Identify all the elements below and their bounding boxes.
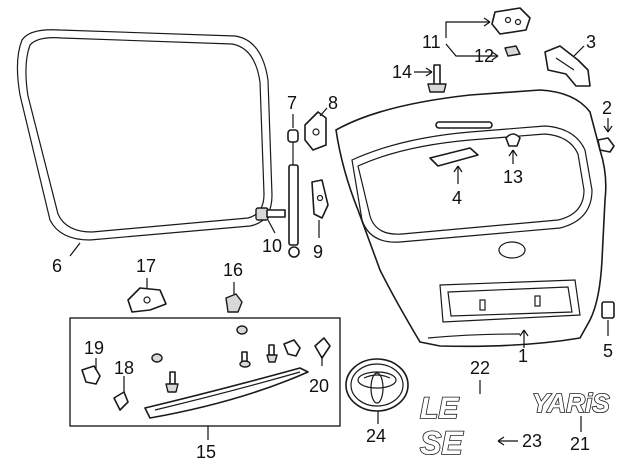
callout-18: 18: [114, 358, 134, 378]
callout-20: 20: [309, 376, 329, 396]
callout-9: 9: [313, 242, 323, 262]
garnish-end-clip-20: [314, 337, 331, 366]
callout-5: 5: [603, 341, 613, 361]
callout-11: 11: [422, 32, 441, 52]
callout-labels: 1 2 3 4 5 6 7 8 9 10 11 12 13 14 15 16 1…: [52, 32, 613, 462]
lift-support-strut: [287, 114, 300, 258]
yaris-emblem: YARiS: [531, 387, 611, 432]
callout-22: 22: [470, 358, 490, 378]
callout-15: 15: [196, 442, 216, 462]
cushion: [601, 301, 615, 336]
lower-hinge-bracket: [311, 179, 329, 238]
callout-7: 7: [287, 93, 297, 113]
callout-13: 13: [503, 167, 523, 187]
callout-16: 16: [223, 260, 243, 280]
bumper-stop: [597, 118, 615, 153]
strut-bolt: [255, 207, 286, 234]
callout-12: 12: [474, 46, 494, 66]
hinge-shim: [445, 43, 521, 61]
callout-2: 2: [602, 98, 612, 118]
callout-23: 23: [522, 431, 542, 451]
upper-hinge-bracket: [304, 107, 328, 151]
svg-text:LE: LE: [420, 392, 459, 425]
callout-24: 24: [366, 426, 386, 446]
garnish-kit-box: [69, 317, 341, 440]
callout-21: 21: [570, 434, 590, 454]
liftgate-panel: [335, 89, 607, 348]
garnish-end-clip-19: [81, 358, 101, 385]
stop-lamp-bracket: [429, 147, 479, 184]
callout-1: 1: [518, 346, 528, 366]
hinge-reinforcement-bracket: [544, 45, 591, 87]
callout-17: 17: [136, 256, 156, 276]
nut: [225, 282, 243, 313]
svg-text:SE: SE: [420, 425, 464, 461]
callout-4: 4: [452, 188, 462, 208]
callout-14: 14: [392, 62, 412, 82]
toyota-logo-icon: [345, 358, 409, 424]
garnish-bracket: [127, 278, 167, 313]
clip: [505, 133, 521, 164]
callout-10: 10: [262, 236, 282, 256]
weatherstrip-seal: [16, 29, 273, 257]
se-emblem: SE: [419, 424, 518, 462]
callout-3: 3: [586, 32, 596, 52]
le-emblem: LE: [419, 380, 481, 426]
callout-6: 6: [52, 256, 62, 276]
hinge-bolt: [414, 64, 447, 93]
garnish-end-clip-18: [113, 376, 129, 411]
rear-garnish-strip: [144, 367, 309, 419]
garnish-fasteners: [151, 325, 301, 393]
callout-19: 19: [84, 338, 104, 358]
svg-text:YARiS: YARiS: [532, 388, 610, 418]
callout-8: 8: [328, 93, 338, 113]
liftgate-hinge: [445, 7, 531, 38]
